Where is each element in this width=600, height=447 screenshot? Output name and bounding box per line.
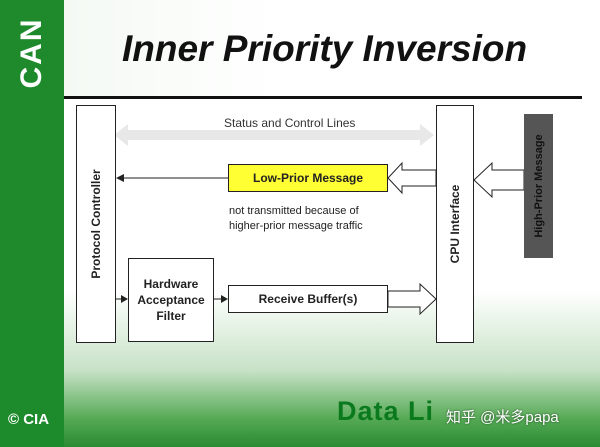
slide-title: Inner Priority Inversion	[122, 28, 528, 69]
low-prior-to-controller-arrow	[116, 174, 228, 182]
note-line-1: not transmitted because of	[229, 205, 359, 217]
controller-to-filter-arrow	[116, 295, 128, 303]
cpu-to-low-prior-arrow	[387, 161, 437, 195]
low-prior-message-label: Low-Prior Message	[252, 171, 364, 185]
filter-to-buffer-arrow	[214, 295, 228, 303]
low-prior-message-box: Low-Prior Message	[228, 164, 388, 192]
hw-filter-line-1: Hardware	[143, 276, 199, 291]
cpu-interface-box: CPU Interface	[436, 105, 474, 343]
hw-filter-line-2: Acceptance	[137, 292, 205, 307]
cpu-interface-label: CPU Interface	[448, 184, 462, 264]
status-lines-label: Status and Control Lines	[224, 116, 356, 130]
high-prior-message-label: High-Prior Message	[532, 134, 545, 238]
receive-buffer-box: Receive Buffer(s)	[228, 285, 388, 313]
sidebar: CAN © CIA	[0, 0, 64, 447]
note-line-2: higher-prior message traffic	[229, 219, 363, 232]
high-prior-to-cpu-arrow	[473, 161, 525, 199]
not-transmitted-note: not transmitted because of higher-prior …	[229, 204, 363, 233]
receive-buffer-label: Receive Buffer(s)	[258, 292, 358, 306]
title-rule	[64, 96, 582, 99]
brand-text: Data Li	[337, 396, 435, 426]
buffer-to-cpu-arrow	[387, 282, 437, 316]
hardware-acceptance-filter-box: Hardware Acceptance Filter	[128, 258, 214, 342]
title-bar	[64, 0, 600, 96]
protocol-controller-label: Protocol Controller	[89, 169, 103, 279]
hw-filter-line-3: Filter	[156, 309, 186, 324]
high-prior-message-box: High-Prior Message	[524, 114, 553, 258]
status-lines-arrow	[114, 124, 434, 146]
watermark: 知乎 @米多papa	[446, 409, 559, 426]
protocol-controller-box: Protocol Controller	[76, 105, 116, 343]
cia-footer-logo: © CIA	[8, 411, 50, 428]
